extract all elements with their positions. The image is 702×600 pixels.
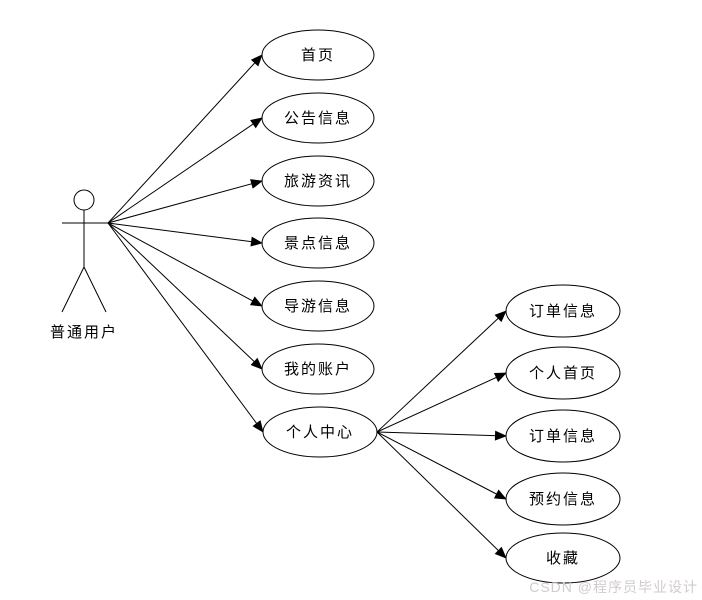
usecase-reservation-info: 预约信息	[505, 472, 621, 526]
usecase-guide-info-ellipse	[261, 280, 375, 332]
actor-label: 普通用户	[50, 324, 118, 341]
usecase-travel-news: 旅游资讯	[261, 155, 375, 207]
usecase-travel-news-ellipse	[261, 155, 375, 207]
connector-pc-order-info-1	[376, 310, 507, 433]
connector-actor-attraction-info	[107, 222, 263, 247]
usecase-attraction-info-label: 景点信息	[284, 235, 352, 252]
connector-actor-home	[107, 54, 263, 224]
connector-actor-guide-info	[107, 222, 263, 307]
connector-pc-personal-home	[376, 372, 507, 433]
usecase-announcements-ellipse	[261, 92, 375, 144]
usecase-attraction-info-ellipse	[261, 217, 375, 269]
usecase-personal-center-ellipse	[262, 406, 378, 458]
usecase-home-label: 首页	[301, 47, 335, 64]
usecase-order-info-2-ellipse	[505, 409, 621, 463]
usecase-guide-info: 导游信息	[261, 280, 375, 332]
usecase-personal-center: 个人中心	[262, 406, 378, 458]
connector-actor-travel-news	[107, 179, 263, 224]
usecase-personal-home-ellipse	[505, 346, 621, 400]
usecase-favorites-ellipse	[505, 532, 621, 584]
watermark: CSDN @程序员毕业设计	[529, 579, 698, 595]
usecase-my-account: 我的账户	[261, 343, 375, 395]
connector-actor-my-account	[107, 222, 263, 370]
usecase-reservation-info-ellipse	[505, 472, 621, 526]
personal-center-connectors	[376, 310, 507, 559]
usecase-order-info-2-label: 订单信息	[529, 428, 597, 445]
connector-actor-announcements	[107, 117, 263, 224]
usecase-attraction-info: 景点信息	[261, 217, 375, 269]
actor-head	[73, 189, 95, 211]
actor-connectors	[107, 54, 264, 433]
usecase-home: 首页	[261, 29, 375, 81]
usecase-personal-center-label: 个人中心	[286, 424, 354, 441]
usecase-favorites: 收藏	[505, 532, 621, 584]
usecase-travel-news-label: 旅游资讯	[284, 173, 352, 190]
usecase-announcements: 公告信息	[261, 92, 375, 144]
usecase-favorites-label: 收藏	[546, 550, 580, 567]
actor-figure: 普通用户	[50, 189, 118, 341]
usecase-order-info-1-label: 订单信息	[529, 303, 597, 320]
usecase-personal-home: 个人首页	[505, 346, 621, 400]
actor-leg-right	[83, 266, 107, 313]
usecase-home-ellipse	[261, 29, 375, 81]
usecase-order-info-1: 订单信息	[505, 284, 621, 338]
connector-pc-reservation-info	[376, 431, 507, 500]
actor-leg-left	[61, 266, 85, 313]
usecase-my-account-label: 我的账户	[284, 361, 352, 378]
usecase-order-info-2: 订单信息	[505, 409, 621, 463]
connector-pc-favorites	[376, 431, 507, 559]
usecase-my-account-ellipse	[261, 343, 375, 395]
usecase-reservation-info-label: 预约信息	[529, 491, 597, 508]
usecase-announcements-label: 公告信息	[284, 110, 352, 127]
connector-pc-order-info-2	[376, 430, 507, 441]
connector-actor-personal-center	[107, 222, 264, 433]
usecase-guide-info-label: 导游信息	[284, 298, 352, 315]
usecase-personal-home-label: 个人首页	[529, 365, 597, 382]
usecase-order-info-1-ellipse	[505, 284, 621, 338]
